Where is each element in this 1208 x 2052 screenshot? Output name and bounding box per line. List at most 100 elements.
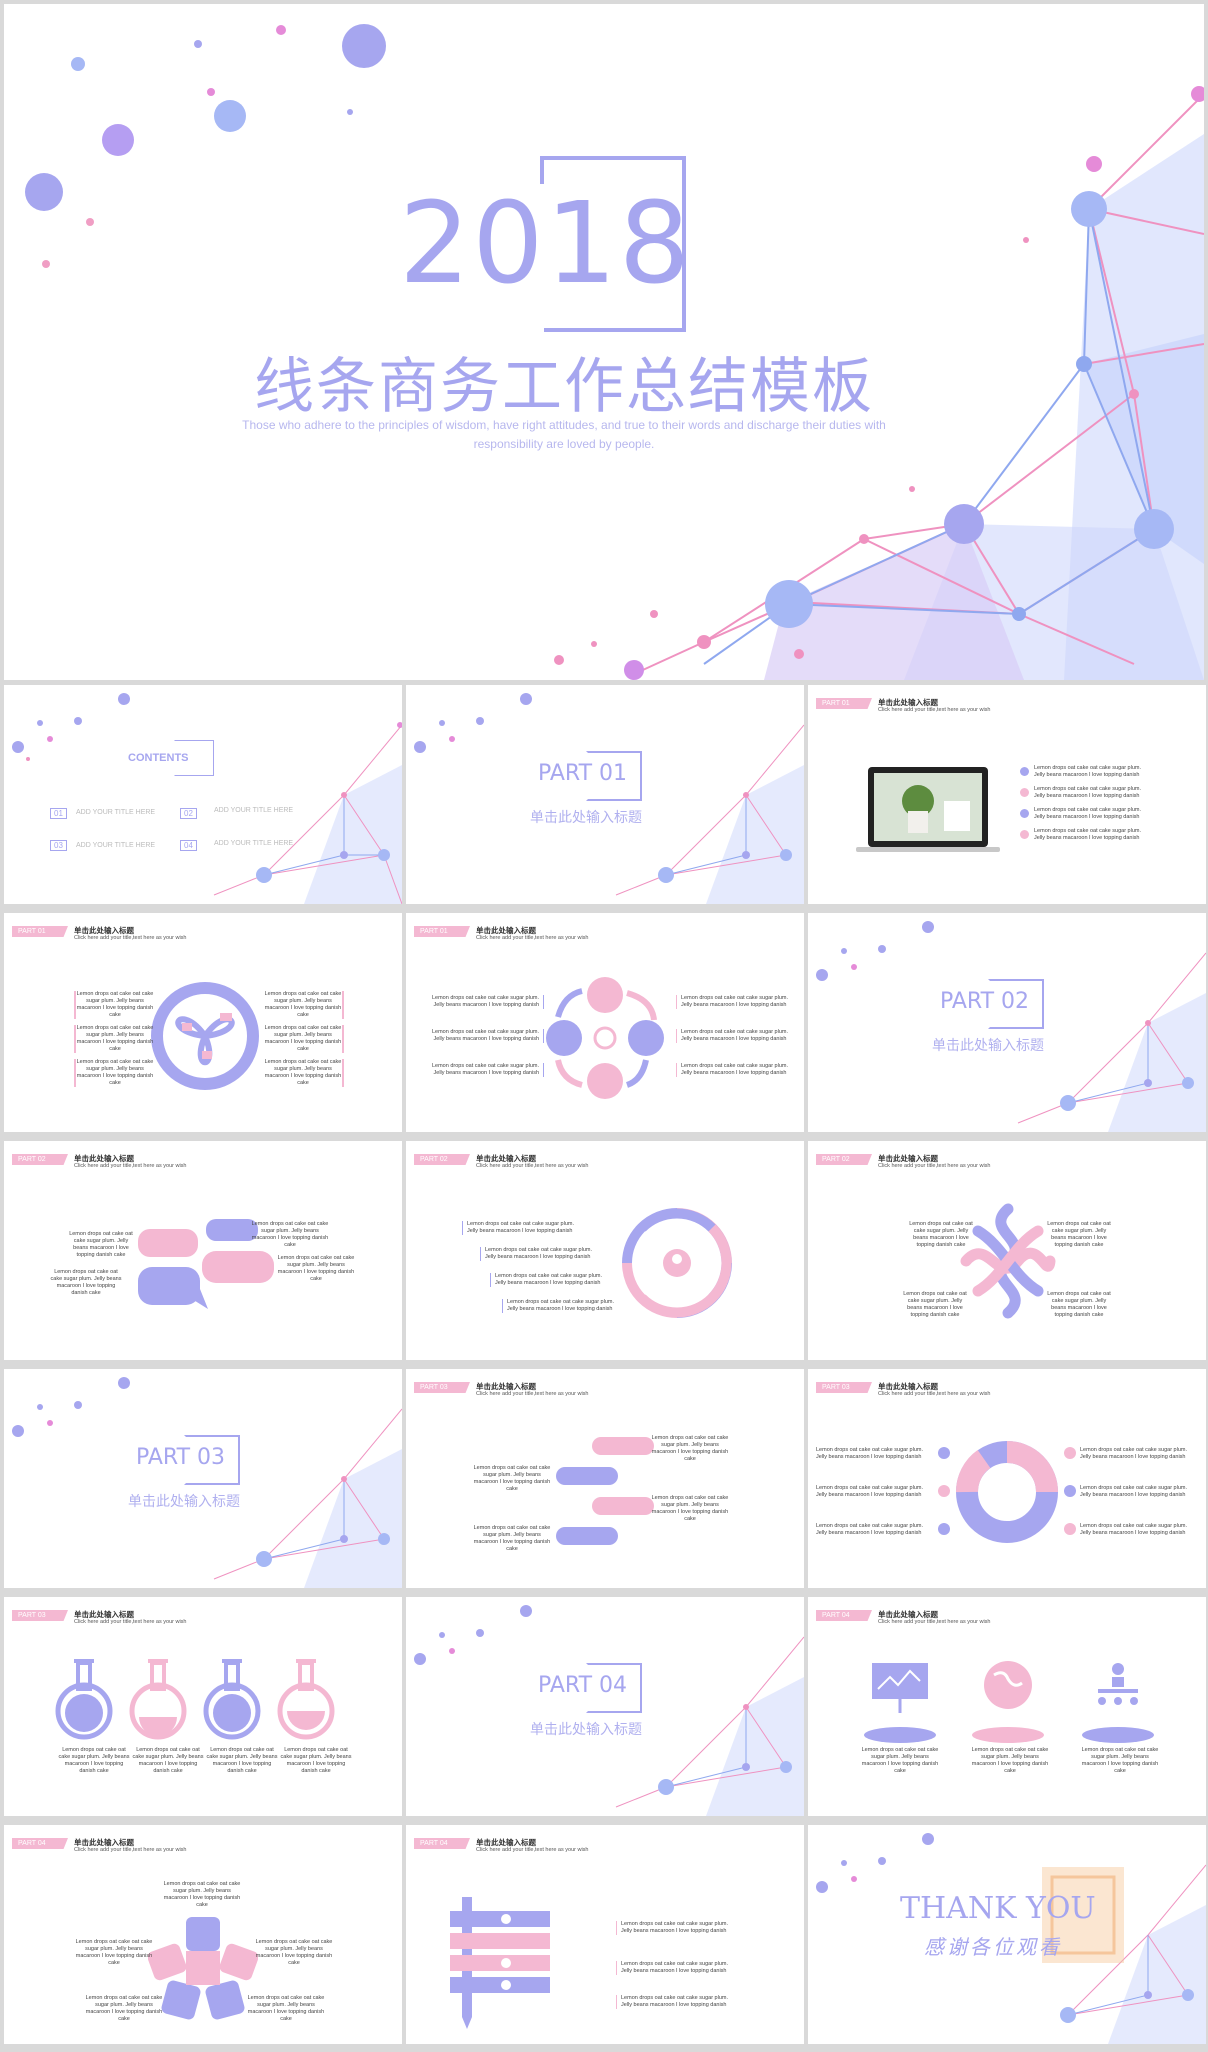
icons-slide[interactable]: PART 04 单击此处输入标题 Click here add your tit… (808, 1597, 1206, 1816)
part-subtitle: 单击此处输入标题 (530, 1721, 642, 1737)
text-block: Lemon drops oat cake oat cake sugar plum… (132, 1747, 204, 1774)
part-04-slide[interactable]: PART 04 单击此处输入标题 (406, 1597, 804, 1816)
network-decoration (12, 693, 402, 904)
text-block: Lemon drops oat cake oat cake sugar plum… (676, 1063, 796, 1077)
cycle-icon (151, 982, 259, 1090)
slide-title: 单击此处输入标题 (878, 1382, 938, 1391)
text-block: Lemon drops oat cake oat cake sugar plum… (903, 1291, 967, 1318)
part-01-slide[interactable]: PART 01 单击此处输入标题 (406, 685, 804, 904)
contents-frame (174, 740, 214, 776)
contents-num-4: 04 (180, 840, 197, 851)
part-tag: PART 01 (414, 926, 470, 937)
network-decoration (25, 24, 1204, 680)
text-block: Lemon drops oat cake oat cake sugar plum… (490, 1273, 630, 1287)
text-block: Lemon drops oat cake oat cake sugar plum… (1081, 1747, 1159, 1774)
part-tag: PART 03 (12, 1610, 68, 1621)
pencil-icon (450, 1897, 550, 2029)
slide-subtitle: Click here add your title,text here as y… (878, 1163, 991, 1169)
slide-title: 单击此处输入标题 (476, 1382, 536, 1391)
text-block: Lemon drops oat cake oat cake sugar plum… (247, 1995, 325, 2022)
text-block: Lemon drops oat cake oat cake sugar plum… (616, 1921, 736, 1935)
cover-subtitle-line2: responsibility are loved by people. (473, 437, 655, 451)
flower-slide[interactable]: PART 02 单击此处输入标题 Click here add your tit… (406, 1141, 804, 1360)
part-tag: PART 02 (816, 1154, 872, 1165)
text-block: Lemon drops oat cake oat cake sugar plum… (264, 991, 344, 1019)
petal-slide[interactable]: PART 04 单击此处输入标题 Click here add your tit… (4, 1825, 402, 2044)
part-tag: PART 01 (12, 926, 68, 937)
part-frame (586, 1663, 642, 1713)
text-block: Lemon drops oat cake oat cake sugar plum… (264, 1025, 344, 1053)
contents-label-3[interactable]: ADD YOUR TITLE HERE (76, 842, 156, 849)
knot-slide[interactable]: PART 02 单击此处输入标题 Click here add your tit… (808, 1141, 1206, 1360)
part-tag: PART 04 (12, 1838, 68, 1849)
slide-subtitle: Click here add your title,text here as y… (74, 1847, 187, 1853)
check-icon (1020, 767, 1029, 776)
laptop-icon (856, 767, 1000, 852)
network-decoration (414, 1605, 804, 1816)
donut-slide[interactable]: PART 03 单击此处输入标题 Click here add your tit… (808, 1369, 1206, 1588)
speech-bubble-slide[interactable]: PART 02 单击此处输入标题 Click here add your tit… (4, 1141, 402, 1360)
contents-label-1[interactable]: ADD YOUR TITLE HERE (76, 809, 156, 816)
text-block: Lemon drops oat cake oat cake sugar plum… (616, 1995, 736, 2009)
slide-title: 单击此处输入标题 (74, 926, 134, 935)
text-block: Lemon drops oat cake oat cake sugar plum… (1047, 1221, 1111, 1248)
slide-subtitle: Click here add your title,text here as y… (878, 707, 991, 713)
part-subtitle: 单击此处输入标题 (932, 1037, 1044, 1053)
text-block: Lemon drops oat cake oat cake sugar plum… (280, 1747, 352, 1774)
part-02-slide[interactable]: PART 02 单击此处输入标题 (808, 913, 1206, 1132)
text-block: Lemon drops oat cake oat cake sugar plum… (651, 1495, 729, 1522)
text-block: Lemon drops oat cake oat cake sugar plum… (58, 1747, 130, 1774)
text-block: Lemon drops oat cake oat cake sugar plum… (1080, 1523, 1188, 1536)
slide-subtitle: Click here add your title,text here as y… (476, 1847, 589, 1853)
contents-slide[interactable]: CONTENTS 01 ADD YOUR TITLE HERE 02 ADD Y… (4, 685, 402, 904)
text-block: Lemon drops oat cake oat cake sugar plum… (616, 1961, 736, 1975)
dot-icon (1064, 1447, 1076, 1459)
part-03-slide[interactable]: PART 03 单击此处输入标题 (4, 1369, 402, 1588)
slide-subtitle: Click here add your title,text here as y… (878, 1619, 991, 1625)
text-block: Lemon drops oat cake oat cake sugar plum… (75, 1939, 153, 1966)
laptop-slide[interactable]: PART 01 单击此处输入标题 Click here add your tit… (808, 685, 1206, 904)
dot-icon (938, 1485, 950, 1497)
check-icon (1020, 809, 1029, 818)
thank-you-slide[interactable]: THANK YOU 感谢各位观看 (808, 1825, 1206, 2044)
part-tag: PART 01 (816, 698, 872, 709)
dot-icon (1064, 1485, 1076, 1497)
network-decoration (12, 1377, 402, 1588)
slide-title: 单击此处输入标题 (476, 1154, 536, 1163)
part-subtitle: 单击此处输入标题 (530, 809, 642, 825)
ribbon-slide[interactable]: PART 03 单击此处输入标题 Click here add your tit… (406, 1369, 804, 1588)
text-block: Lemon drops oat cake oat cake sugar plum… (69, 1231, 133, 1258)
cover-slide[interactable]: 2018 线条商务工作总结模板 Those who adhere to the … (4, 4, 1204, 680)
text-block: Lemon drops oat cake oat cake sugar plum… (264, 1059, 344, 1087)
part-label: PART 03 (136, 1445, 226, 1470)
pencil-slide[interactable]: PART 04 单击此处输入标题 Click here add your tit… (406, 1825, 804, 2044)
contents-num-2: 02 (180, 808, 197, 819)
puzzle-cycle-slide[interactable]: PART 01 单击此处输入标题 Click here add your tit… (406, 913, 804, 1132)
presentation-icon (864, 1663, 936, 1743)
text-block: Lemon drops oat cake oat cake sugar plum… (74, 1059, 154, 1087)
dot-icon (1064, 1523, 1076, 1535)
check-icon (1020, 788, 1029, 797)
ring-slide[interactable]: PART 01 单击此处输入标题 Click here add your tit… (4, 913, 402, 1132)
slide-subtitle: Click here add your title,text here as y… (476, 1391, 589, 1397)
year-frame (540, 156, 686, 332)
network-decoration (414, 693, 804, 904)
thank-you-title: THANK YOU (900, 1891, 1096, 1926)
check-icon (1020, 830, 1029, 839)
network-decoration (816, 1833, 1206, 2044)
contents-label-2[interactable]: ADD YOUR TITLE HERE (214, 807, 294, 814)
text-block: Lemon drops oat cake oat cake sugar plum… (462, 1221, 602, 1235)
text-block: Lemon drops oat cake oat cake sugar plum… (502, 1299, 642, 1313)
donut-graphic (955, 1441, 1058, 1543)
flask-slide[interactable]: PART 03 单击此处输入标题 Click here add your tit… (4, 1597, 402, 1816)
text-block: Lemon drops oat cake oat cake sugar plum… (206, 1747, 278, 1774)
part-tag: PART 03 (414, 1382, 470, 1393)
network-decoration (816, 921, 1206, 1132)
text-block: Lemon drops oat cake oat cake sugar plum… (424, 1029, 544, 1043)
list-item: Lemon drops oat cake oat cake sugar plum… (1034, 765, 1142, 778)
text-block: Lemon drops oat cake oat cake sugar plum… (163, 1881, 241, 1908)
slide-title: 单击此处输入标题 (878, 1154, 938, 1163)
list-item: Lemon drops oat cake oat cake sugar plum… (1034, 786, 1142, 799)
contents-label-4[interactable]: ADD YOUR TITLE HERE (214, 840, 294, 847)
